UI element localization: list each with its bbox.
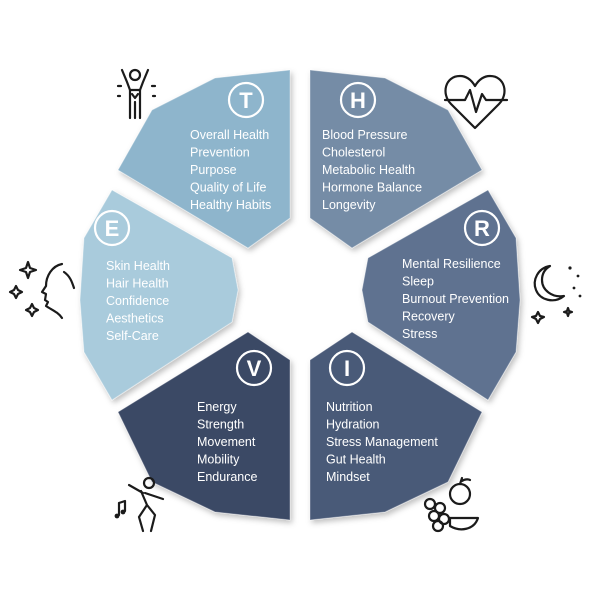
segment-item: Mobility — [197, 453, 240, 467]
segment-item: Blood Pressure — [322, 128, 408, 142]
segment-shape — [117, 69, 291, 249]
segment-letter: E — [105, 216, 120, 241]
segment-item: Hair Health — [106, 277, 169, 291]
segment-item: Mental Resilience — [402, 257, 501, 271]
segment-letter: I — [344, 356, 350, 381]
segment-item: Overall Health — [190, 128, 269, 142]
letter-badge — [339, 81, 377, 119]
segment-item: Gut Health — [326, 453, 386, 467]
letter-badge — [463, 209, 501, 247]
segment-item: Stress — [402, 327, 437, 341]
segment-item: Confidence — [106, 294, 169, 308]
letter-badge — [235, 349, 273, 387]
segment-item: Quality of Life — [190, 181, 266, 195]
segment-item: Healthy Habits — [190, 198, 271, 212]
segment-item: Energy — [197, 400, 237, 414]
letter-badge — [227, 81, 265, 119]
moon-stars-icon — [530, 264, 582, 325]
segment-shape — [309, 69, 483, 249]
segment-item: Purpose — [190, 163, 237, 177]
segment-item: Stress Management — [326, 435, 438, 449]
segment-item: Nutrition — [326, 400, 373, 414]
segment-item: Burnout Prevention — [402, 292, 509, 306]
segment-item: Aesthetics — [106, 312, 164, 326]
segment-shape — [117, 331, 291, 521]
celebrating-person-icon — [116, 68, 157, 120]
segment-item: Metabolic Health — [322, 163, 415, 177]
segment-item: Skin Health — [106, 259, 170, 273]
segment-shape — [309, 331, 483, 521]
heartbeat-icon — [443, 74, 509, 130]
segment-item: Strength — [197, 418, 244, 432]
letter-badge — [93, 209, 131, 247]
segment-item: Movement — [197, 435, 256, 449]
segment-item: Cholesterol — [322, 146, 385, 160]
segment-t: T Overall HealthPreventionPurposeQuality … — [117, 69, 291, 249]
segment-item: Longevity — [322, 198, 376, 212]
segment-letter: T — [239, 88, 253, 113]
segment-item: Sleep — [402, 275, 434, 289]
segment-item: Hormone Balance — [322, 181, 422, 195]
segment-item: Recovery — [402, 310, 456, 324]
segment-item: Self-Care — [106, 329, 159, 343]
segment-item: Mindset — [326, 470, 370, 484]
letter-badge — [328, 349, 366, 387]
fruit-icon — [423, 476, 480, 533]
segment-letter: V — [247, 356, 262, 381]
segment-item: Hydration — [326, 418, 380, 432]
segment-letter: H — [350, 88, 366, 113]
segment-letter: R — [474, 216, 490, 241]
dancing-person-icon — [114, 476, 165, 533]
segment-item: Prevention — [190, 146, 250, 160]
face-sparkles-icon — [8, 260, 76, 320]
segment-shape — [361, 189, 521, 401]
segment-item: Endurance — [197, 470, 258, 484]
